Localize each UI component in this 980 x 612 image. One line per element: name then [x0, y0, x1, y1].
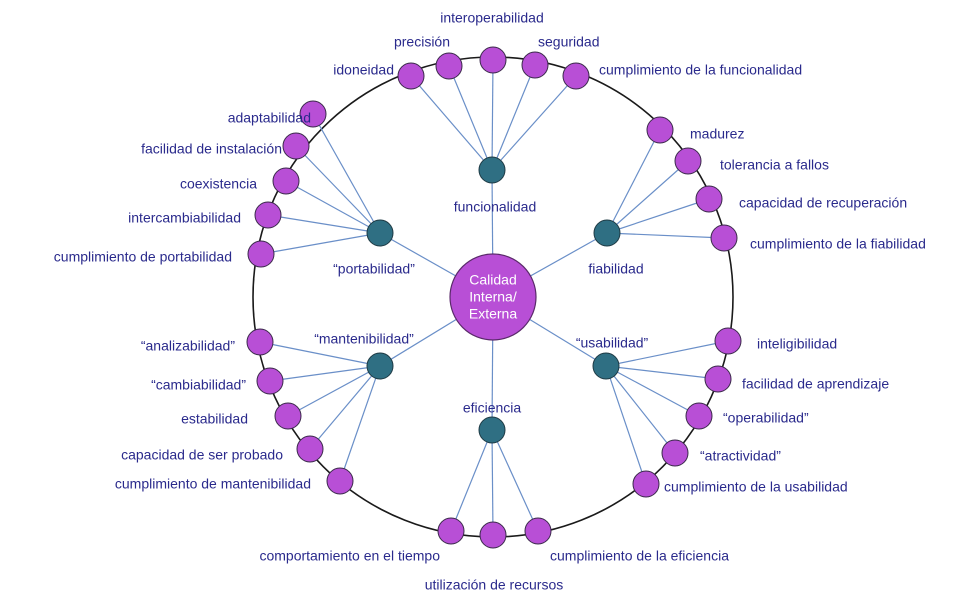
- characteristic-node: [593, 219, 621, 247]
- subcharacteristic-node: [562, 62, 590, 90]
- subcharacteristic-label: “analizabilidad”: [141, 338, 236, 354]
- characteristic-node: [592, 352, 620, 380]
- leaf-connector: [491, 429, 494, 536]
- leaf-connector: [605, 340, 729, 367]
- subcharacteristic-label: cumplimiento de la fiabilidad: [750, 236, 926, 252]
- leaf-connector: [606, 232, 725, 239]
- center-label-line: Externa: [469, 306, 517, 322]
- characteristic-node: [478, 156, 506, 184]
- subcharacteristic-node: [299, 100, 327, 128]
- subcharacteristic-label: precisión: [394, 34, 450, 50]
- subcharacteristic-node: [646, 116, 674, 144]
- leaf-connector: [339, 365, 381, 482]
- subcharacteristic-label: inteligibilidad: [757, 336, 837, 352]
- subcharacteristic-label: capacidad de ser probado: [121, 447, 283, 463]
- leaf-connector: [605, 365, 676, 454]
- leaf-connector: [285, 180, 381, 234]
- leaf-connector: [450, 429, 493, 532]
- subcharacteristic-label: capacidad de recuperación: [739, 195, 907, 211]
- characteristic-label: “usabilidad”: [576, 335, 649, 351]
- subcharacteristic-node: [695, 185, 723, 213]
- subcharacteristic-label: “operabilidad”: [723, 410, 809, 426]
- characteristic-label: “portabilidad”: [333, 261, 415, 277]
- subcharacteristic-label: interoperabilidad: [440, 10, 544, 26]
- leaf-connector: [309, 365, 381, 450]
- leaf-connector: [605, 365, 647, 485]
- characteristic-label: eficiencia: [463, 400, 522, 416]
- subcharacteristic-node: [479, 46, 507, 74]
- leaf-connector: [491, 59, 494, 171]
- leaf-connector: [260, 232, 381, 255]
- subcharacteristic-label: facilidad de instalación: [141, 141, 282, 157]
- subcharacteristic-label: cumplimiento de la funcionalidad: [599, 62, 802, 78]
- subcharacteristic-node: [661, 439, 689, 467]
- subcharacteristic-node: [674, 147, 702, 175]
- subcharacteristic-label: cumplimiento de portabilidad: [54, 249, 232, 265]
- subcharacteristic-label: facilidad de aprendizaje: [742, 376, 889, 392]
- center-label-line: Interna/: [469, 289, 517, 305]
- subcharacteristic-node: [326, 467, 354, 495]
- subcharacteristic-label: tolerancia a fallos: [720, 157, 829, 173]
- subcharacteristic-node: [254, 201, 282, 229]
- subcharacteristic-label: adaptabilidad: [228, 110, 311, 126]
- subcharacteristic-node: [632, 470, 660, 498]
- subcharacteristic-node: [274, 402, 302, 430]
- characteristic-label: funcionalidad: [454, 199, 537, 215]
- subcharacteristic-label: comportamiento en el tiempo: [259, 548, 440, 564]
- leaf-connector: [295, 145, 381, 234]
- leaf-connector: [491, 429, 539, 532]
- subcharacteristic-node: [296, 435, 324, 463]
- subcharacteristic-node: [246, 328, 274, 356]
- characteristic-label: “mantenibilidad”: [314, 331, 414, 347]
- subcharacteristic-node: [479, 521, 507, 549]
- characteristic-node: [366, 219, 394, 247]
- subcharacteristic-node: [714, 327, 742, 355]
- leaf-connector: [606, 129, 661, 234]
- subcharacteristic-label: “cambiabilidad”: [151, 377, 246, 393]
- subcharacteristic-node: [710, 224, 738, 252]
- subcharacteristic-node: [397, 62, 425, 90]
- subcharacteristic-node: [272, 167, 300, 195]
- characteristic-node: [366, 352, 394, 380]
- characteristic-label: fiabilidad: [588, 261, 643, 277]
- subcharacteristic-node: [437, 517, 465, 545]
- subcharacteristic-label: cumplimiento de la usabilidad: [664, 479, 848, 495]
- subcharacteristic-node: [685, 402, 713, 430]
- leaf-connector: [448, 65, 493, 171]
- leaf-connector: [606, 160, 689, 234]
- leaf-connector: [410, 75, 493, 171]
- subcharacteristic-label: “atractividad”: [700, 448, 781, 464]
- subcharacteristic-node: [282, 132, 310, 160]
- center-node: [449, 253, 537, 341]
- subcharacteristic-node: [521, 51, 549, 79]
- subcharacteristic-label: cumplimiento de mantenibilidad: [115, 476, 311, 492]
- subcharacteristic-label: coexistencia: [180, 176, 257, 192]
- characteristic-node: [478, 416, 506, 444]
- leaf-connector: [269, 365, 381, 382]
- leaf-connector: [605, 365, 700, 417]
- leaf-connector: [491, 75, 577, 171]
- subcharacteristic-node: [256, 367, 284, 395]
- subcharacteristic-node: [524, 517, 552, 545]
- subcharacteristic-label: cumplimiento de la eficiencia: [550, 548, 729, 564]
- center-label-line: Calidad: [469, 272, 516, 288]
- leaf-connector: [312, 113, 381, 234]
- subcharacteristic-node: [704, 365, 732, 393]
- subcharacteristic-label: madurez: [690, 126, 744, 142]
- leaf-connector: [491, 64, 536, 171]
- leaf-connector: [267, 214, 381, 234]
- subcharacteristic-label: seguridad: [538, 34, 600, 50]
- leaf-connector: [259, 341, 381, 367]
- leaf-connector: [606, 198, 710, 234]
- leaf-connector: [605, 365, 719, 380]
- subcharacteristic-node: [435, 52, 463, 80]
- subcharacteristic-label: idoneidad: [333, 62, 394, 78]
- subcharacteristic-node: [247, 240, 275, 268]
- subcharacteristic-label: intercambiabilidad: [128, 210, 241, 226]
- subcharacteristic-label: estabilidad: [181, 411, 248, 427]
- leaf-connector: [287, 365, 381, 417]
- subcharacteristic-label: utilización de recursos: [425, 577, 564, 593]
